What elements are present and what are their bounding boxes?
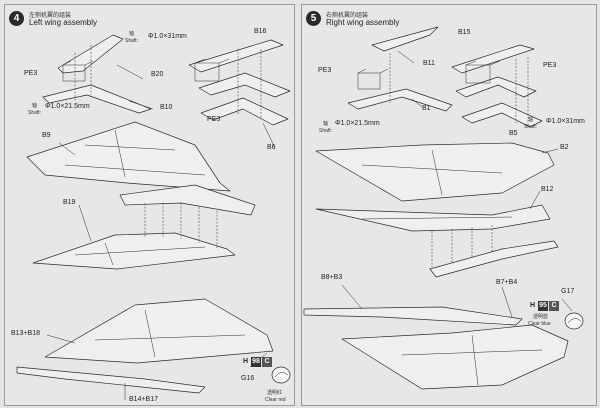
clear-part-lens-icon [564,312,584,330]
part-b6-small [200,97,289,126]
shaft-upper-spec: Φ1.0×31mm [546,118,585,125]
part-b16 [188,39,284,73]
shaft-lower-zh: 轴 [32,103,38,109]
label-pe3-b: PE3 [543,62,557,69]
label-b11: B11 [423,60,435,67]
shaft-upper-en: Shaft: [125,38,139,44]
step-number-badge: 4 [9,11,24,26]
label-b15: B15 [458,29,471,36]
label-b5: B5 [509,130,518,137]
right-wing-exploded-drawing [303,26,584,390]
part-b8-b3 [303,306,523,326]
paint-code-number: 95 [538,301,548,311]
part-b20 [57,34,124,74]
paint-code-sub: C [549,301,559,311]
label-b20: B20 [151,71,164,78]
paint-name-zh: 透明蓝 [533,314,549,320]
shaft-upper-spec: Φ1.0×31mm [148,33,187,40]
label-b8-b3: B8+B3 [321,274,343,281]
shaft-upper-zh: 轴 [528,117,534,123]
label-pe3-a: PE3 [24,70,38,77]
shaft-lower-spec: Φ1.0×21.5mm [335,120,380,127]
label-b12: B12 [541,186,554,193]
shaft-lower-spec: Φ1.0×21.5mm [45,103,90,110]
shaft-upper-en: Shaft: [524,124,538,130]
paint-code-number: 98 [251,357,261,367]
label-g16: G16 [241,375,255,382]
paint-code: H [243,358,249,365]
paint-code: H [530,302,536,309]
label-b7-b4: B7+B4 [496,279,518,286]
step-title-en: Left wing assembly [29,18,98,27]
label-b14-b17: B14+B17 [129,396,158,403]
part-b9 [26,121,231,192]
paint-name-en: Clear red [265,397,286,403]
label-b9: B9 [42,132,51,139]
label-pe3-a: PE3 [318,67,332,74]
part-b19 [32,232,236,270]
label-b10: B10 [160,104,173,111]
shaft-lower-zh: 轴 [323,121,329,127]
step-title-zh: 右侧机翼的组装 [326,13,369,19]
label-pe3-b: PE3 [207,116,221,123]
step-title-en: Right wing assembly [326,18,400,27]
label-b6: B6 [267,144,276,151]
shaft-lower-en: Shaft: [319,128,333,134]
part-b1 [347,88,453,112]
label-b19: B19 [63,199,76,206]
step-number-badge: 5 [306,11,321,26]
part-b15 [451,44,535,74]
left-wing-exploded-drawing [16,34,291,400]
part-b14-b17 [16,366,206,394]
paint-name-zh: 透明红 [267,390,283,396]
shaft-lower-en: Shaft: [28,110,42,116]
clear-part-lens-icon [271,366,291,384]
part-b7-b4 [341,324,569,390]
step-4-panel: 4 左侧机翼的组装 Left wing assembly [4,4,295,406]
label-b16: B16 [254,28,267,35]
part-b2 [315,142,555,202]
part-b13-b18 [44,298,274,364]
label-b1: B1 [422,105,431,112]
label-b2: B2 [560,144,569,151]
part-b5 [461,102,543,128]
paint-name-en: Clear blue [528,321,551,327]
label-g17: G17 [561,288,575,295]
shaft-upper-zh: 轴 [129,31,135,37]
step-5-panel: 5 右侧机翼的组装 Right wing assembly [301,4,597,406]
step-title-zh: 左侧机翼的组装 [29,13,72,19]
paint-code-sub: C [262,357,272,367]
label-b13-b18: B13+B18 [11,330,40,337]
part-b11 [371,26,439,52]
